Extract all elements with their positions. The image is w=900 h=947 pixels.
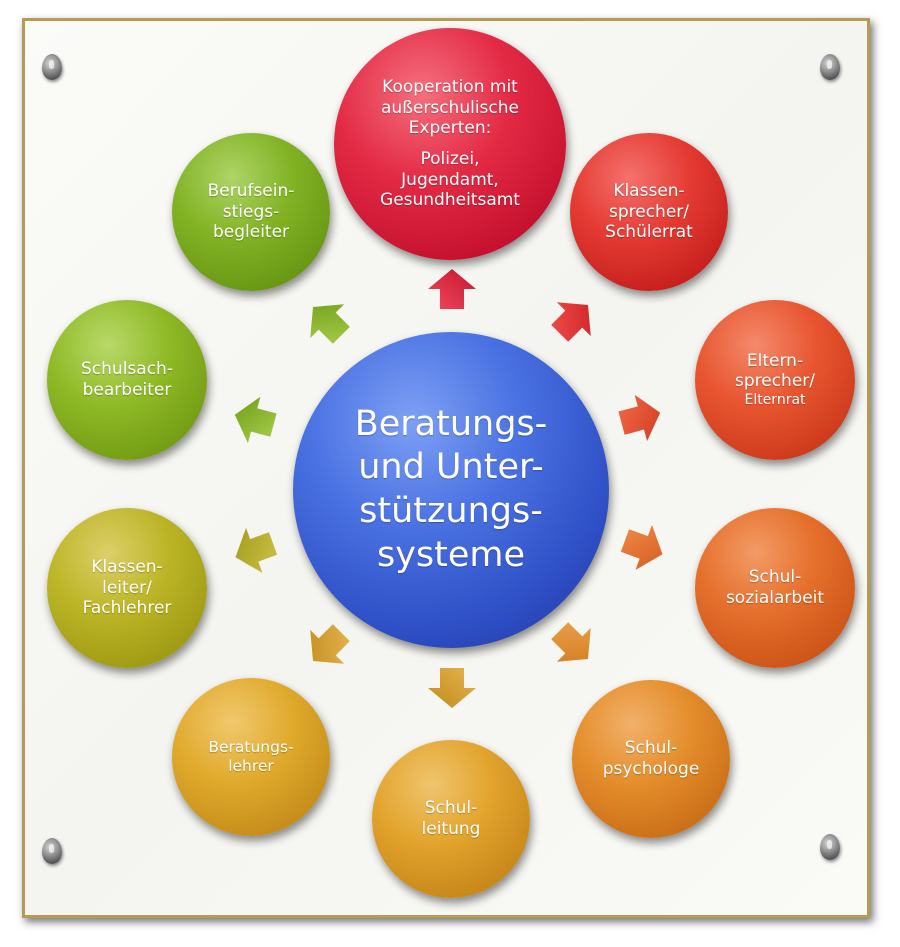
arrow-right-upper [618,394,661,442]
center-line-4: systeme [376,534,526,575]
arrow-up-right [551,302,591,342]
node-klassenleiter-line-1: Klassen- [91,556,163,577]
pin-icon-bottom-left [42,838,62,864]
node-kooperation-line-4: Polizei, [420,149,480,169]
arrow-left-lower [235,527,278,573]
node-klassensprecher-line-1: Klassen- [613,180,685,201]
pin-icon-top-right [820,54,840,80]
node-elternsprecher-line-3: Elternrat [744,392,806,409]
node-beratungslehrer-line-2: lehrer [228,757,274,775]
arrow-down [428,668,476,708]
node-schulleitung-line-2: leitung [421,819,481,839]
arrow-right-lower [620,524,663,570]
node-klassenleiter: Klassen- leiter/ Fachlehrer [47,508,207,668]
node-kooperation: Kooperation mit außerschulische Experten… [334,28,566,260]
arrow-down-left [310,624,350,664]
node-berufseinstieg-line-3: begleiter [212,222,290,243]
center-line-1: Beratungs- [354,403,548,444]
arrow-down-right [551,622,591,662]
arrow-up-left [310,304,350,344]
center-line-2: und Unter- [358,447,544,488]
node-klassensprecher-line-2: sprecher/ [608,201,690,222]
center-hub: Beratungs- und Unter- stützungs- systeme [293,332,609,648]
center-line-3: stützungs- [359,491,543,531]
node-kooperation-line-3: Experten: [408,118,492,139]
node-berufseinstieg: Berufsein- stiegs- begleiter [172,133,330,291]
node-klassenleiter-line-2: leiter/ [102,577,152,598]
node-berufseinstieg-line-1: Berufsein- [207,180,295,201]
node-beratungslehrer-line-1: Beratungs- [208,738,294,757]
node-kooperation-line-5: Jugendamt, [401,169,499,190]
node-schulsachbearbeiter: Schulsach- bearbeiter [47,300,207,460]
node-elternsprecher: Eltern- sprecher/ Elternrat [695,300,855,460]
node-schulsozialarbeit-line-2: sozialarbeit [725,588,825,608]
node-klassensprecher-line-3: Schülerrat [605,222,693,243]
node-berufseinstieg-line-2: stiegs- [222,201,280,222]
node-beratungslehrer: Beratungs- lehrer [172,678,330,836]
node-kooperation-line-6: Gesundheitsamt [380,190,520,211]
node-elternsprecher-line-1: Eltern- [746,350,804,371]
node-schulpsychologe-line-2: psychologe [602,759,700,779]
arrow-up [428,269,476,309]
node-schulsozialarbeit-line-1: Schul- [748,567,802,588]
node-schulsachbearbeiter-line-2: bearbeiter [82,380,172,400]
node-klassenleiter-line-3: Fachlehrer [82,598,172,619]
node-schulpsychologe-line-1: Schul- [624,738,678,759]
node-kooperation-line-2: außerschulische [381,97,519,118]
node-schulleitung: Schul- leitung [372,740,530,898]
node-schulleitung-line-1: Schul- [424,798,478,819]
node-schulsozialarbeit: Schul- sozialarbeit [695,508,855,668]
node-elternsprecher-line-2: sprecher/ [734,371,816,392]
node-schulsachbearbeiter-line-1: Schulsach- [81,359,173,380]
node-kooperation-line-1: Kooperation mit [382,76,518,97]
pin-icon-bottom-right [820,834,840,860]
pin-icon-top-left [42,54,62,80]
arrow-left-upper [234,396,277,444]
node-klassensprecher: Klassen- sprecher/ Schülerrat [570,133,728,291]
node-schulpsychologe: Schul- psychologe [572,680,730,838]
